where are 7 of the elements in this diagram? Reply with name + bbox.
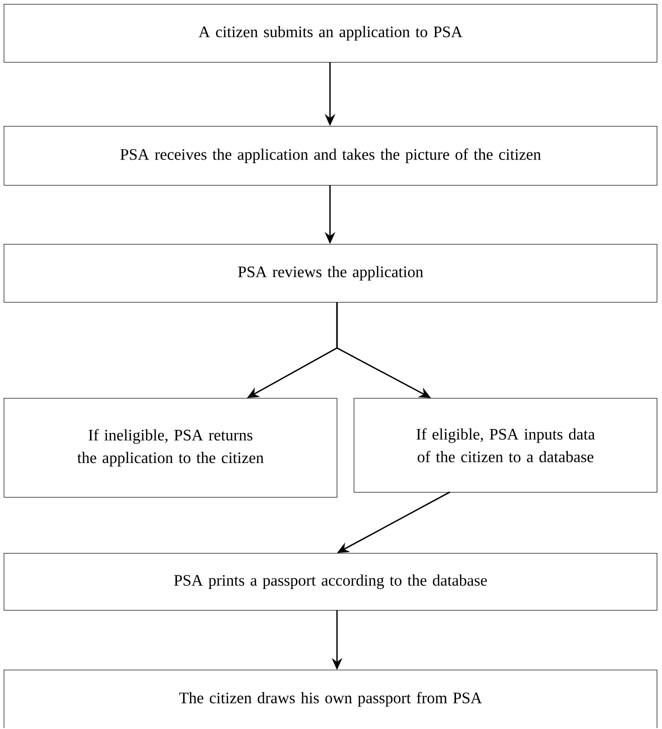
process-box: The citizen draws his own passport from PSA: [4, 670, 658, 728]
process-box: If ineligible, PSA returns the application to the citizen: [4, 398, 338, 498]
process-box: PSA reviews the application: [4, 244, 658, 303]
process-box: PSA receives the application and takes the picture of the citizen: [4, 126, 658, 186]
process-box: If eligible, PSA inputs data of the citizen to a database: [354, 398, 658, 493]
process-box: PSA prints a passport according to the database: [4, 553, 658, 611]
process-box: A citizen submits an application to PSA: [4, 4, 658, 63]
